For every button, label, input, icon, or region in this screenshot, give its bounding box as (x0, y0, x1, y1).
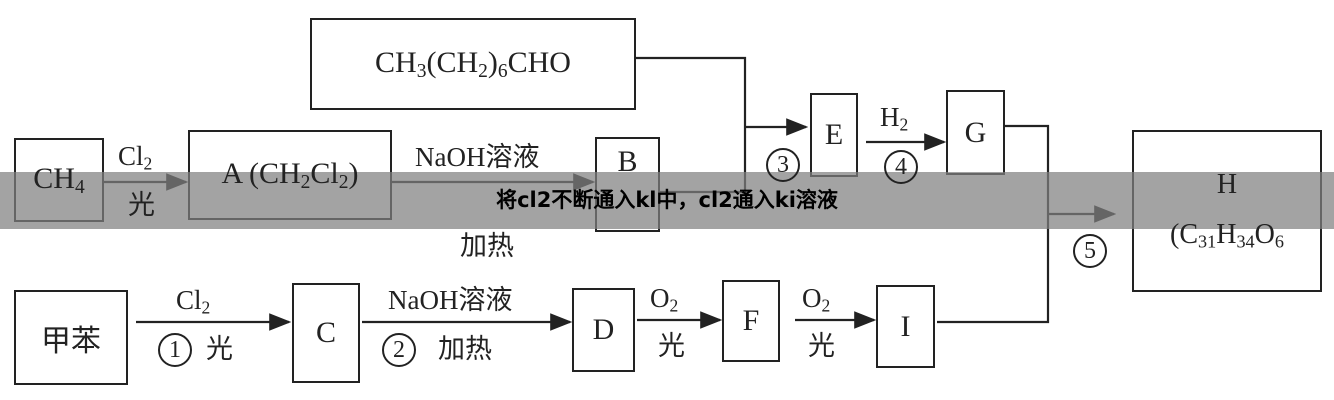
naoh-label-top: NaOH溶液 (415, 142, 540, 172)
f-box: F (722, 280, 780, 362)
d-label: D (592, 313, 615, 346)
a-label: A (CH2Cl2) (221, 156, 359, 193)
step-5-number: 5 (1084, 237, 1096, 264)
h-label: H (1216, 169, 1238, 201)
i-label: I (900, 309, 911, 343)
g-label: G (964, 115, 987, 149)
naoh-label-bottom: NaOH溶液 (388, 285, 513, 315)
h2-label: H2 (880, 102, 909, 135)
step-2-number: 2 (393, 336, 405, 363)
c-label: C (315, 316, 336, 349)
light-label-o2-1: 光 (658, 331, 685, 361)
step-4-number: 4 (895, 153, 907, 180)
step-1-circle: 1 (158, 333, 192, 367)
caption-text: 将cl2不断通入kl中，cl2通入ki溶液 (496, 187, 838, 212)
toluene-label: 甲苯 (41, 324, 101, 358)
o2-label-2: O2 (802, 283, 831, 316)
step-3-number: 3 (777, 151, 789, 178)
light-label-top: 光 (128, 190, 155, 220)
step-4-circle: 4 (884, 150, 918, 184)
cl2-label-bottom: Cl2 (176, 285, 211, 318)
e-box: E (810, 93, 858, 177)
i-box: I (876, 285, 935, 368)
toluene-box: 甲苯 (14, 290, 128, 385)
light-label-o2-2: 光 (808, 331, 835, 361)
heat-label-bottom: 加热 (438, 334, 492, 364)
c-box: C (292, 283, 360, 383)
f-label: F (742, 304, 760, 337)
cl2-label-top: Cl2 (118, 141, 153, 174)
top-reagent-label: CH3(CH2)6CHO (375, 45, 571, 82)
e-label: E (824, 118, 844, 151)
o2-label-1: O2 (650, 283, 679, 316)
step-2-circle: 2 (382, 333, 416, 367)
ch4-label: CH4 (33, 161, 85, 198)
top-reagent-box: CH3(CH2)6CHO (310, 18, 636, 110)
step-1-number: 1 (169, 336, 181, 363)
caption-banner: 将cl2不断通入kl中，cl2通入ki溶液 (0, 172, 1334, 229)
step-5-circle: 5 (1073, 234, 1107, 268)
light-label-step1: 光 (206, 334, 233, 364)
heat-label-top: 加热 (460, 231, 514, 261)
d-box: D (572, 288, 635, 372)
b-label: B (617, 145, 638, 178)
step-3-circle: 3 (766, 148, 800, 182)
g-box: G (946, 90, 1005, 175)
h-formula-label: (C31H34O6 (1170, 219, 1284, 252)
